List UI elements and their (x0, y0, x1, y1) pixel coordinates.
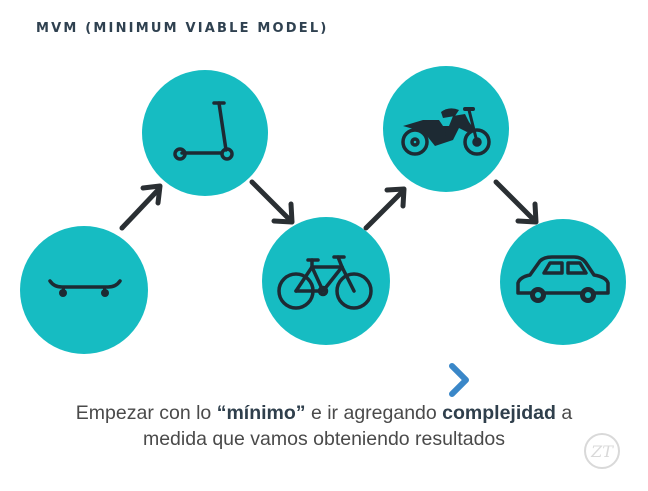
car-icon (516, 255, 610, 303)
stage-skateboard (20, 226, 148, 354)
motorcycle-icon (401, 107, 491, 156)
bicycle-icon (277, 255, 373, 310)
arrow-1-icon (119, 183, 163, 231)
arrow-3-icon (363, 186, 407, 231)
caption-emphasis-minimo: “mínimo” (216, 402, 306, 424)
stage-motorcycle (383, 66, 509, 192)
progress-arrow-icon (167, 363, 469, 397)
scooter-icon (173, 101, 234, 161)
skateboard-icon (48, 279, 122, 297)
zt-logo-icon: ZT (584, 433, 620, 469)
stage-scooter (142, 70, 268, 196)
logo-text: ZT (590, 442, 614, 461)
arrow-4-icon (493, 179, 539, 225)
arrow-2-icon (249, 179, 295, 225)
caption-line-1: Empezar con lo “mínimo” e ir agregando c… (75, 402, 573, 424)
stage-car (500, 219, 626, 345)
stage-bicycle (262, 217, 390, 345)
caption-line-2: medida que vamos obteniendo resultados (142, 428, 506, 450)
diagram-title: MVM (MINIMUM VIABLE MODEL) (36, 21, 329, 36)
caption: Empezar con lo “mínimo” e ir agregando c… (0, 400, 648, 452)
caption-emphasis-complejidad: complejidad (442, 402, 556, 424)
